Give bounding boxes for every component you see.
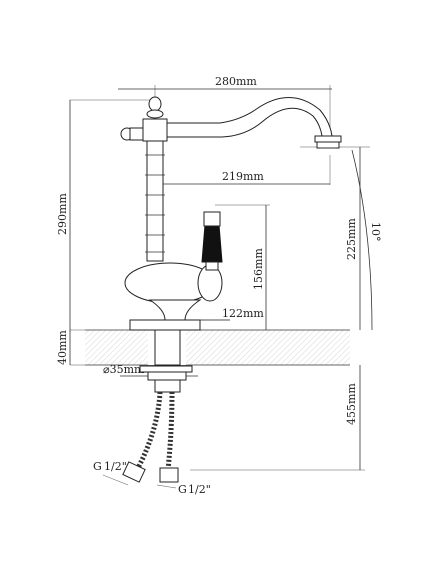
dim-spout-angle: 10°: [351, 149, 382, 331]
dim-total-width: 280mm: [118, 75, 332, 90]
connector-left: G 1/2": [93, 460, 129, 486]
dim-deck-thickness-label: 40mm: [56, 330, 69, 365]
dim-base-offset: 122mm: [200, 307, 264, 321]
dim-handle-height: 156mm: [252, 205, 267, 330]
connector-right-fraction: 1/2": [188, 483, 211, 496]
dim-handle-height-label: 156mm: [252, 248, 265, 290]
dim-total-height: 290mm: [56, 100, 71, 330]
dim-spout-angle-label: 10°: [369, 222, 382, 242]
underdeck-fittings: [139, 329, 193, 393]
dim-hole-diameter-label: ⌀35mm: [103, 363, 145, 376]
dim-base-offset-label: 122mm: [222, 307, 264, 320]
dim-spout-reach: 219mm: [155, 170, 330, 185]
dim-spout-reach-label: 219mm: [222, 170, 264, 183]
connector-right: G 1/2": [156, 483, 211, 496]
deck-section: [85, 329, 350, 366]
handle-lever: [201, 211, 223, 271]
connector-right-g-label: G: [178, 483, 187, 496]
dim-hose-length-label: 455mm: [345, 383, 358, 425]
dim-hose-length: 455mm: [345, 365, 361, 470]
dim-total-width-label: 280mm: [215, 75, 257, 88]
dim-spout-height-label: 225mm: [345, 218, 358, 260]
dim-total-height-label: 290mm: [56, 193, 69, 235]
dim-spout-height: 225mm: [345, 147, 361, 330]
connector-left-g-label: G: [93, 460, 102, 473]
connector-left-fraction: 1/2": [104, 460, 127, 473]
braided-hoses: [122, 391, 179, 483]
faucet-body: [120, 96, 342, 331]
dim-deck-thickness: 40mm: [56, 330, 71, 365]
